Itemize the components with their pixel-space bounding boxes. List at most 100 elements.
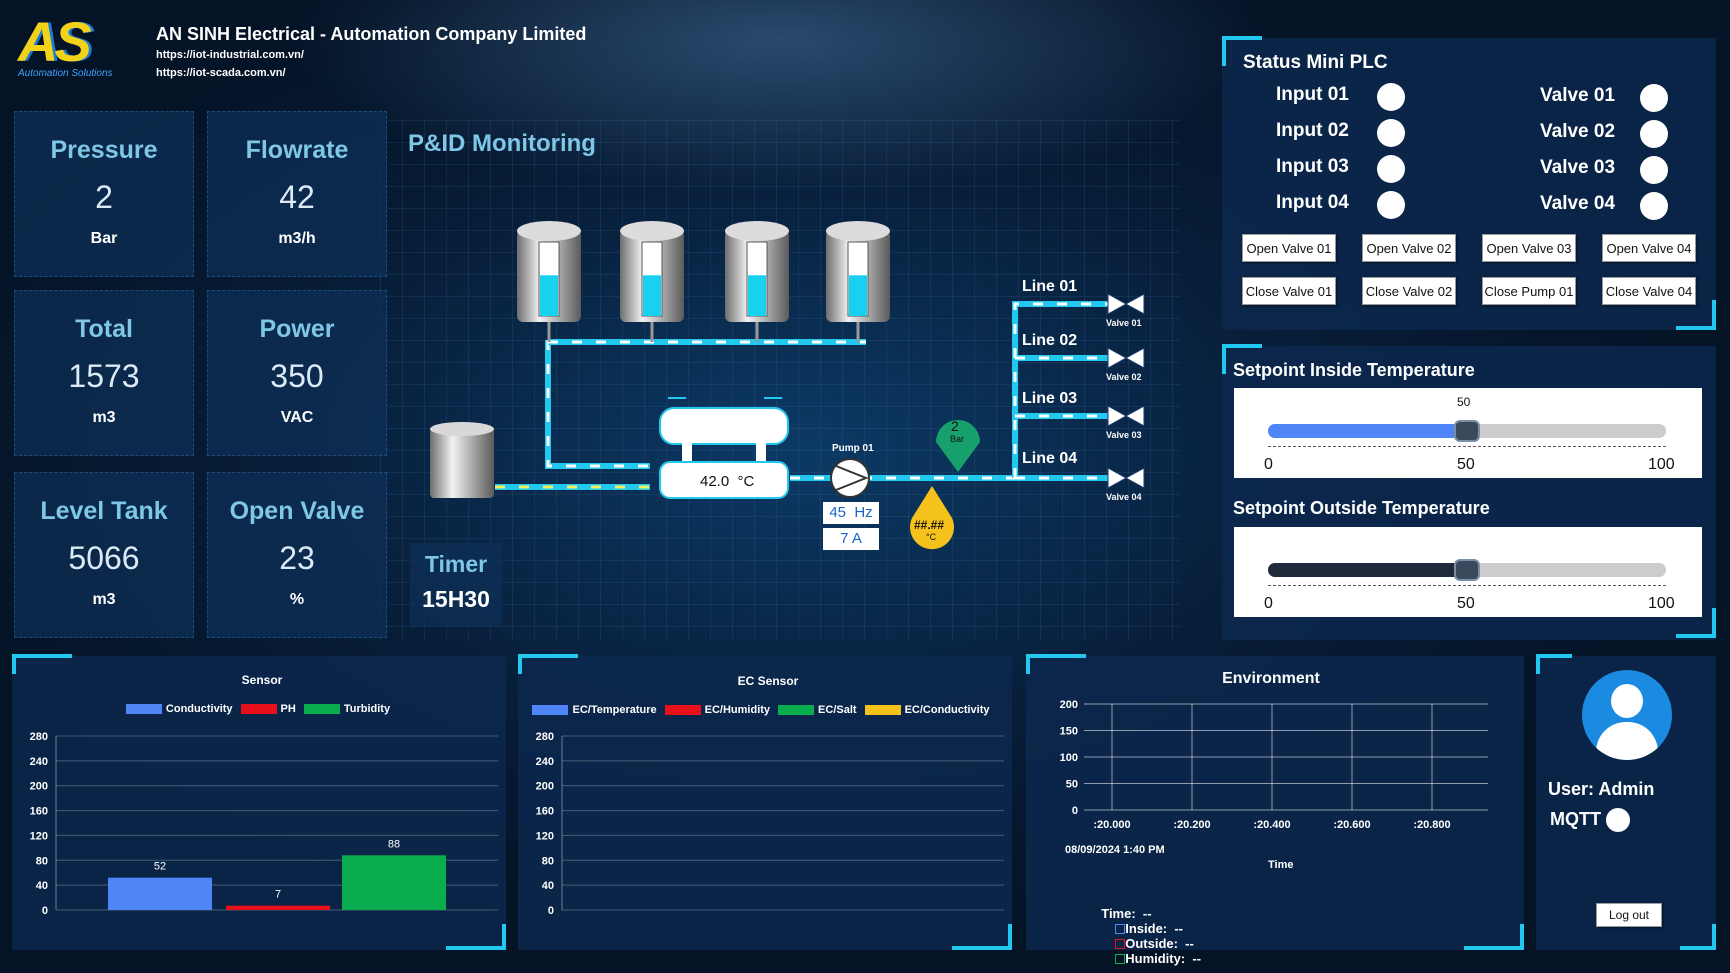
metric-unit: m3 bbox=[92, 409, 116, 426]
y-tick-label: 40 bbox=[542, 880, 554, 892]
outside-slider-ticks bbox=[1268, 585, 1666, 586]
plc-title: Status Mini PLC bbox=[1243, 52, 1388, 73]
user-avatar-icon bbox=[1582, 670, 1672, 760]
legend-item[interactable]: EC/Conductivity bbox=[864, 704, 990, 716]
pid-grid-background bbox=[380, 120, 1180, 640]
valve-1-icon[interactable] bbox=[1107, 293, 1145, 315]
plc-button-close-valve-02[interactable]: Close Valve 02 bbox=[1362, 277, 1456, 305]
readout-inside: Inside: -- bbox=[1125, 921, 1184, 936]
valve-label-4: Valve 04 bbox=[1106, 492, 1142, 502]
metric-value: 23 bbox=[279, 540, 315, 576]
valve-2-icon[interactable] bbox=[1107, 347, 1145, 369]
company-name: AN SINH Electrical - Automation Company … bbox=[156, 24, 587, 44]
timer-label: Timer bbox=[424, 551, 488, 577]
inside-legend-box[interactable] bbox=[1115, 924, 1126, 934]
temperature-unit: °C bbox=[926, 532, 937, 542]
bar-data-label: 7 bbox=[275, 889, 281, 901]
y-tick-label: 100 bbox=[1060, 752, 1078, 764]
ec-sensor-chart-panel bbox=[518, 656, 1012, 950]
plc-button-open-valve-01[interactable]: Open Valve 01 bbox=[1242, 234, 1336, 262]
bar-conductivity[interactable] bbox=[108, 877, 212, 910]
bar-turbidity[interactable] bbox=[342, 855, 446, 910]
plc-input-label-4: Input 04 bbox=[1276, 192, 1349, 213]
outside-max: 100 bbox=[1648, 595, 1675, 612]
inside-slider-value-label: 50 bbox=[1457, 395, 1471, 409]
plc-input-indicator-3 bbox=[1377, 155, 1405, 183]
line-label-4: Line 04 bbox=[1022, 450, 1078, 467]
company-url-1[interactable]: https://iot-industrial.com.vn/ bbox=[156, 49, 304, 61]
valve-3-icon[interactable] bbox=[1107, 405, 1145, 427]
logout-button[interactable]: Log out bbox=[1596, 903, 1662, 927]
plc-button-open-valve-02[interactable]: Open Valve 02 bbox=[1362, 234, 1456, 262]
plc-button-close-valve-01[interactable]: Close Valve 01 bbox=[1242, 277, 1336, 305]
bar-data-label: 52 bbox=[154, 861, 166, 873]
metric-unit: m3/h bbox=[278, 230, 316, 247]
plc-button-open-valve-04[interactable]: Open Valve 04 bbox=[1602, 234, 1696, 262]
plc-input-indicator-1 bbox=[1377, 83, 1405, 111]
pump-current: 7 A bbox=[823, 528, 879, 550]
readout-time: Time: -- bbox=[1101, 906, 1152, 921]
legend-item[interactable]: Turbidity bbox=[303, 703, 391, 715]
legend-label: PH bbox=[280, 703, 296, 715]
plc-button-open-valve-03[interactable]: Open Valve 03 bbox=[1482, 234, 1576, 262]
plc-valve-indicator-1 bbox=[1640, 84, 1668, 112]
metric-unit: m3 bbox=[92, 591, 116, 608]
feed-tank bbox=[430, 422, 494, 498]
metric-value: 350 bbox=[270, 358, 324, 394]
legend-label: Turbidity bbox=[343, 703, 391, 715]
legend-swatch bbox=[664, 705, 701, 716]
y-tick-label: 0 bbox=[548, 905, 554, 917]
valve-label-3: Valve 03 bbox=[1106, 430, 1142, 440]
temperature-indicator bbox=[910, 486, 955, 550]
y-tick-label: 120 bbox=[536, 830, 554, 842]
environment-chart-panel bbox=[1026, 656, 1524, 950]
environment-readout: Time: -- Inside: -- Outside: -- Humidity… bbox=[1094, 891, 1201, 966]
plc-input-indicator-2 bbox=[1377, 119, 1405, 147]
plc-valve-indicator-2 bbox=[1640, 120, 1668, 148]
outside-mid: 50 bbox=[1457, 595, 1475, 612]
environment-xlabel: Time bbox=[1268, 859, 1294, 871]
metric-title: Flowrate bbox=[245, 136, 349, 164]
metric-title: Pressure bbox=[50, 136, 158, 164]
plc-button-close-valve-04[interactable]: Close Valve 04 bbox=[1602, 277, 1696, 305]
outside-slider-handle[interactable] bbox=[1454, 559, 1480, 581]
plc-valve-label-3: Valve 03 bbox=[1540, 157, 1616, 178]
valve-label-1: Valve 01 bbox=[1106, 318, 1142, 328]
y-tick-label: 80 bbox=[36, 855, 48, 867]
readout-outside: Outside: -- bbox=[1125, 936, 1194, 951]
pump-01[interactable] bbox=[830, 458, 870, 498]
legend-item[interactable]: EC/Salt bbox=[778, 704, 857, 716]
pressure-indicator bbox=[936, 420, 980, 472]
plc-input-label-1: Input 01 bbox=[1276, 84, 1349, 105]
company-url-2[interactable]: https://iot-scada.com.vn/ bbox=[156, 67, 286, 79]
legend-label: EC/Salt bbox=[818, 704, 857, 716]
heat-tank bbox=[659, 397, 789, 499]
inside-slider-handle[interactable] bbox=[1454, 420, 1480, 442]
outside-legend-box[interactable] bbox=[1115, 939, 1126, 949]
y-tick-label: 240 bbox=[536, 756, 554, 768]
legend-swatch bbox=[778, 705, 815, 716]
pump-label: Pump 01 bbox=[832, 443, 874, 454]
humidity-legend-box[interactable] bbox=[1115, 954, 1126, 964]
storage-tank-1 bbox=[517, 221, 581, 342]
plc-button-close-pump-01[interactable]: Close Pump 01 bbox=[1482, 277, 1576, 305]
legend-swatch bbox=[532, 705, 569, 716]
legend-swatch bbox=[864, 705, 901, 716]
bar-ph[interactable] bbox=[226, 905, 330, 910]
legend-item[interactable]: PH bbox=[240, 703, 296, 715]
legend-item[interactable]: Conductivity bbox=[125, 703, 233, 715]
valve-label-2: Valve 02 bbox=[1106, 372, 1142, 382]
environment-date: 08/09/2024 1:40 PM bbox=[1065, 844, 1165, 856]
pipes bbox=[495, 301, 1110, 490]
legend-swatch bbox=[303, 704, 340, 715]
inside-min: 0 bbox=[1264, 456, 1273, 473]
legend-item[interactable]: EC/Humidity bbox=[664, 704, 770, 716]
line-label-1: Line 01 bbox=[1022, 278, 1078, 295]
legend-item[interactable]: EC/Temperature bbox=[532, 704, 657, 716]
legend-label: EC/Temperature bbox=[572, 704, 657, 716]
user-label: User: Admin bbox=[1548, 779, 1655, 799]
valve-4-icon[interactable] bbox=[1107, 467, 1145, 489]
